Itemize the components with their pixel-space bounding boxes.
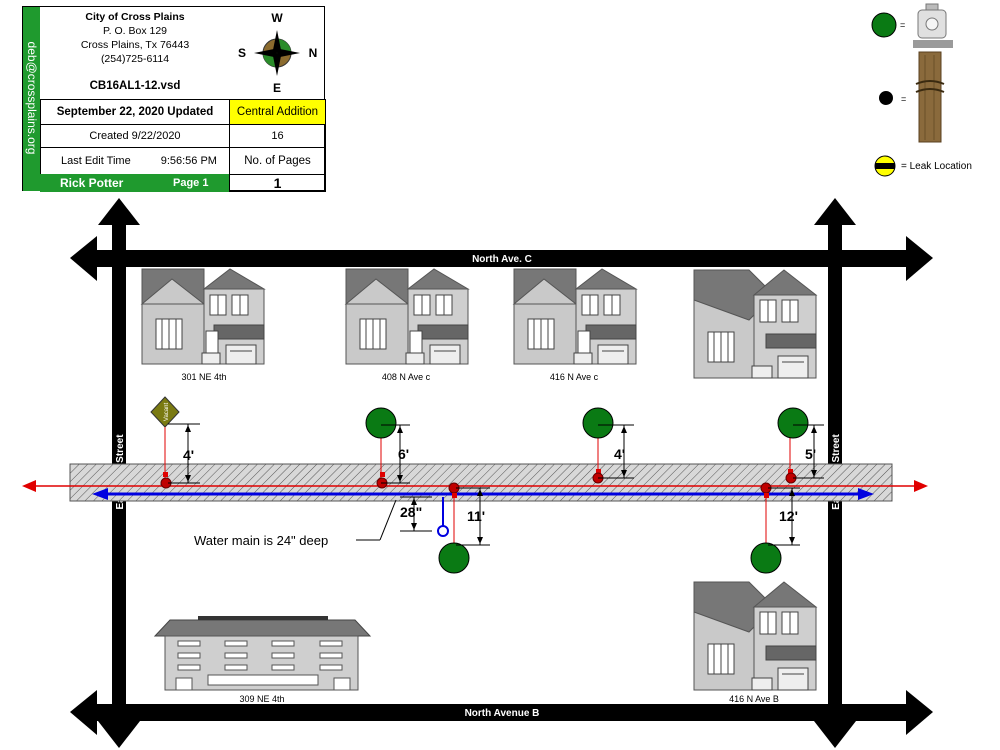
house-301-ne-4th: 301 NE 4th [141, 268, 265, 382]
gas-meter-icon [438, 542, 470, 574]
meter-illustration-icon [913, 3, 953, 48]
water-tap-icon [437, 497, 449, 537]
file-name: CB16AL1-12.vsd [89, 80, 181, 92]
pole-illustration-icon [915, 51, 945, 143]
dim-label-416: 4' [614, 446, 625, 462]
gas-meter-icon [365, 407, 397, 439]
dim-label-corner: 5' [805, 446, 816, 462]
dim-label-301: 4' [183, 447, 194, 463]
house-address: 309 NE 4th [239, 694, 284, 704]
phone-number: (254)725-6114 [100, 53, 170, 65]
leak-location-icon [874, 155, 896, 177]
street-bottom-label: North Avenue B [465, 708, 540, 719]
compass-west-label: W [271, 11, 283, 25]
title-block: deb@crossplains.org City of Cross Plains… [22, 6, 326, 192]
gas-meter-icon [871, 12, 897, 38]
compass-east-label: E [273, 81, 281, 95]
water-main-note: Water main is 24" deep [194, 533, 328, 548]
address-line-1: P. O. Box 129 [102, 25, 167, 37]
author-name: Rick Potter [60, 176, 124, 190]
last-edit-label: Last Edit Time [61, 155, 131, 167]
author-bar: Rick Potter Page 1 [40, 174, 230, 192]
dim-label-408: 6' [398, 446, 409, 462]
address-line-2: Cross Plains, Tx 76443 [80, 39, 190, 51]
house-corner-ave-c [693, 269, 817, 379]
org-name: City of Cross Plains [85, 11, 185, 23]
dim-label-water-depth: 28" [400, 504, 422, 520]
legend: = = = Leak Location [871, 3, 972, 177]
dimension-labels: 4' 6' 4' 5' 11' 12' 28" [183, 446, 816, 524]
gas-meters [365, 407, 809, 574]
email-strip: deb@crossplains.org [23, 7, 40, 191]
house-address: 301 NE 4th [181, 372, 226, 382]
vacant-lot-sign: Vacant [150, 396, 180, 428]
gas-meter-icon [750, 542, 782, 574]
house-416-n-ave-b: 416 N Ave B [693, 581, 817, 704]
compass-north-label: N [309, 46, 318, 60]
last-edit-time: 9:56:56 PM [160, 155, 217, 167]
vacant-label: Vacant [164, 403, 170, 422]
power-pole-icon [879, 91, 893, 105]
dim-label-416b: 12' [779, 508, 798, 524]
compass-rose: W E S N [238, 11, 317, 95]
street-top-label: North Ave. C [472, 254, 532, 265]
house-408-n-ave-c: 408 N Ave c [345, 268, 469, 382]
dimension-arrowheads [185, 425, 817, 544]
tap-valve-icon [160, 472, 172, 489]
house-309-ne-4th: 309 NE 4th [153, 616, 372, 704]
meter-legend-eq: = [900, 20, 905, 30]
gas-meter-icon [777, 407, 809, 439]
house-address: 408 N Ave c [382, 372, 431, 382]
house-address: 416 N Ave B [729, 694, 779, 704]
gas-meter-icon [582, 407, 614, 439]
dim-label-south-meter: 11' [467, 508, 485, 524]
house-416-n-ave-c: 416 N Ave c [513, 268, 637, 382]
leak-legend-label: = Leak Location [901, 161, 972, 172]
pole-legend-eq: = [901, 94, 906, 104]
org-header: City of Cross Plains P. O. Box 129 Cross… [40, 7, 230, 99]
page-label: Page 1 [173, 177, 209, 189]
page-count: 1 [229, 174, 326, 192]
dimension-lines [168, 423, 824, 546]
compass-south-label: S [238, 46, 246, 60]
service-taps [160, 469, 797, 498]
house-address: 416 N Ave c [550, 372, 599, 382]
